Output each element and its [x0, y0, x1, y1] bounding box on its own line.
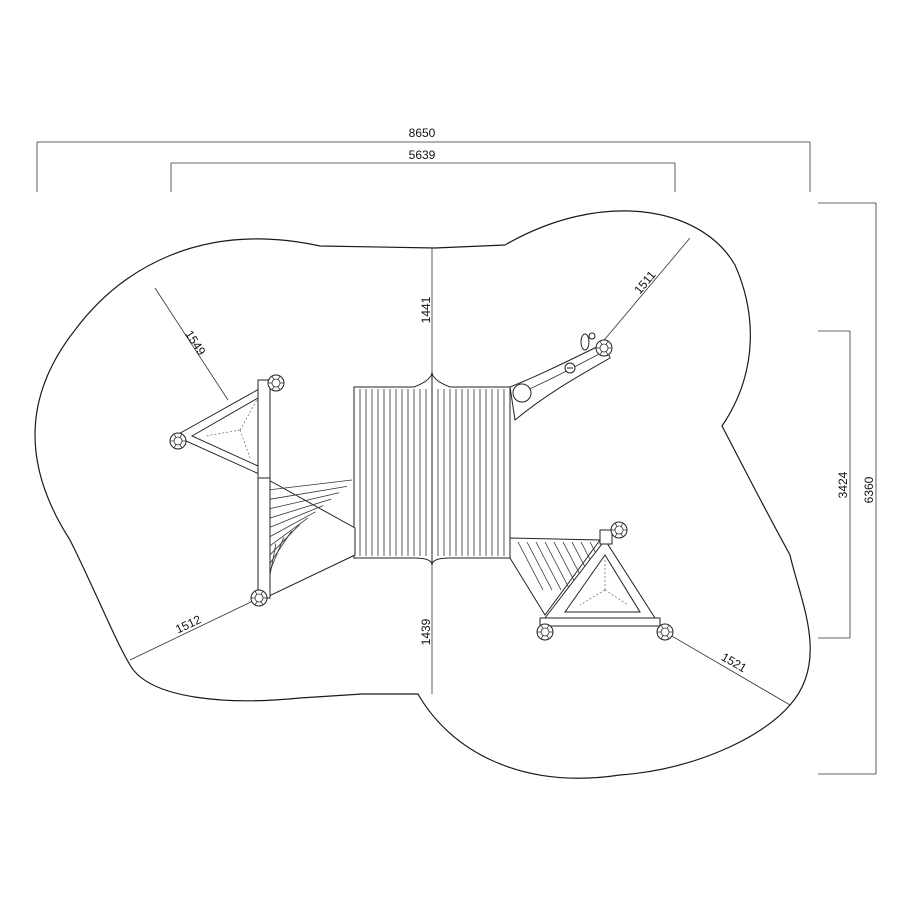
post-footing [169, 432, 187, 450]
inner-width-label: 5639 [409, 148, 436, 162]
ramp-hatch-line [544, 541, 571, 591]
upper-left-radius-label: 1549 [182, 328, 208, 358]
lower-left-radius-label: 1512 [173, 612, 203, 636]
overall-height-dimension: 6360 [818, 202, 877, 775]
ramp-hatch-line [267, 517, 308, 548]
ramp-hatch-line [526, 541, 553, 591]
ramp-hatch-line [267, 524, 300, 558]
ramp-hatch-line [267, 530, 293, 567]
ramp-hatch-line [267, 498, 332, 520]
post-footing [267, 374, 285, 392]
safety-zone-outline [34, 210, 811, 779]
ramp-hatch-line [535, 541, 562, 591]
lower-left-radius-dimension: 1512 [129, 599, 256, 661]
upper-left-radius-dimension: 1549 [154, 287, 229, 401]
overall-width-dimension: 8650 [36, 126, 811, 192]
lower-right-radius-label: 1521 [719, 650, 749, 676]
ramp-hatch-line [267, 479, 353, 491]
central-deck [353, 371, 511, 566]
right-a-frame [509, 529, 661, 627]
post-footing [536, 623, 554, 641]
post-footing [250, 589, 268, 607]
overall-height-label: 6360 [862, 476, 876, 503]
center-top-label: 1441 [419, 296, 433, 323]
upper-right-radius-dimension: 1511 [599, 237, 691, 346]
ramp-hatch-line [517, 541, 544, 591]
lower-right-radius-dimension: 1521 [664, 631, 791, 706]
ramp-hatch-line [267, 492, 340, 510]
ramp-hatch-line [267, 511, 316, 539]
center-bottom-label: 1439 [419, 618, 433, 645]
ramp-hatch-line [267, 505, 324, 529]
upper-right-radius-label: 1511 [631, 268, 659, 297]
slide [509, 332, 611, 421]
left-a-frame [173, 379, 356, 599]
post-footings [169, 339, 674, 641]
post-footing [595, 339, 613, 357]
inner-height-dimension: 3424 [818, 330, 851, 639]
post-footing [610, 521, 628, 539]
inner-height-label: 3424 [836, 471, 850, 498]
ramp-hatch-line [267, 485, 348, 500]
post-footing [656, 623, 674, 641]
inner-width-dimension: 5639 [170, 148, 676, 192]
overall-width-label: 8650 [409, 126, 436, 140]
